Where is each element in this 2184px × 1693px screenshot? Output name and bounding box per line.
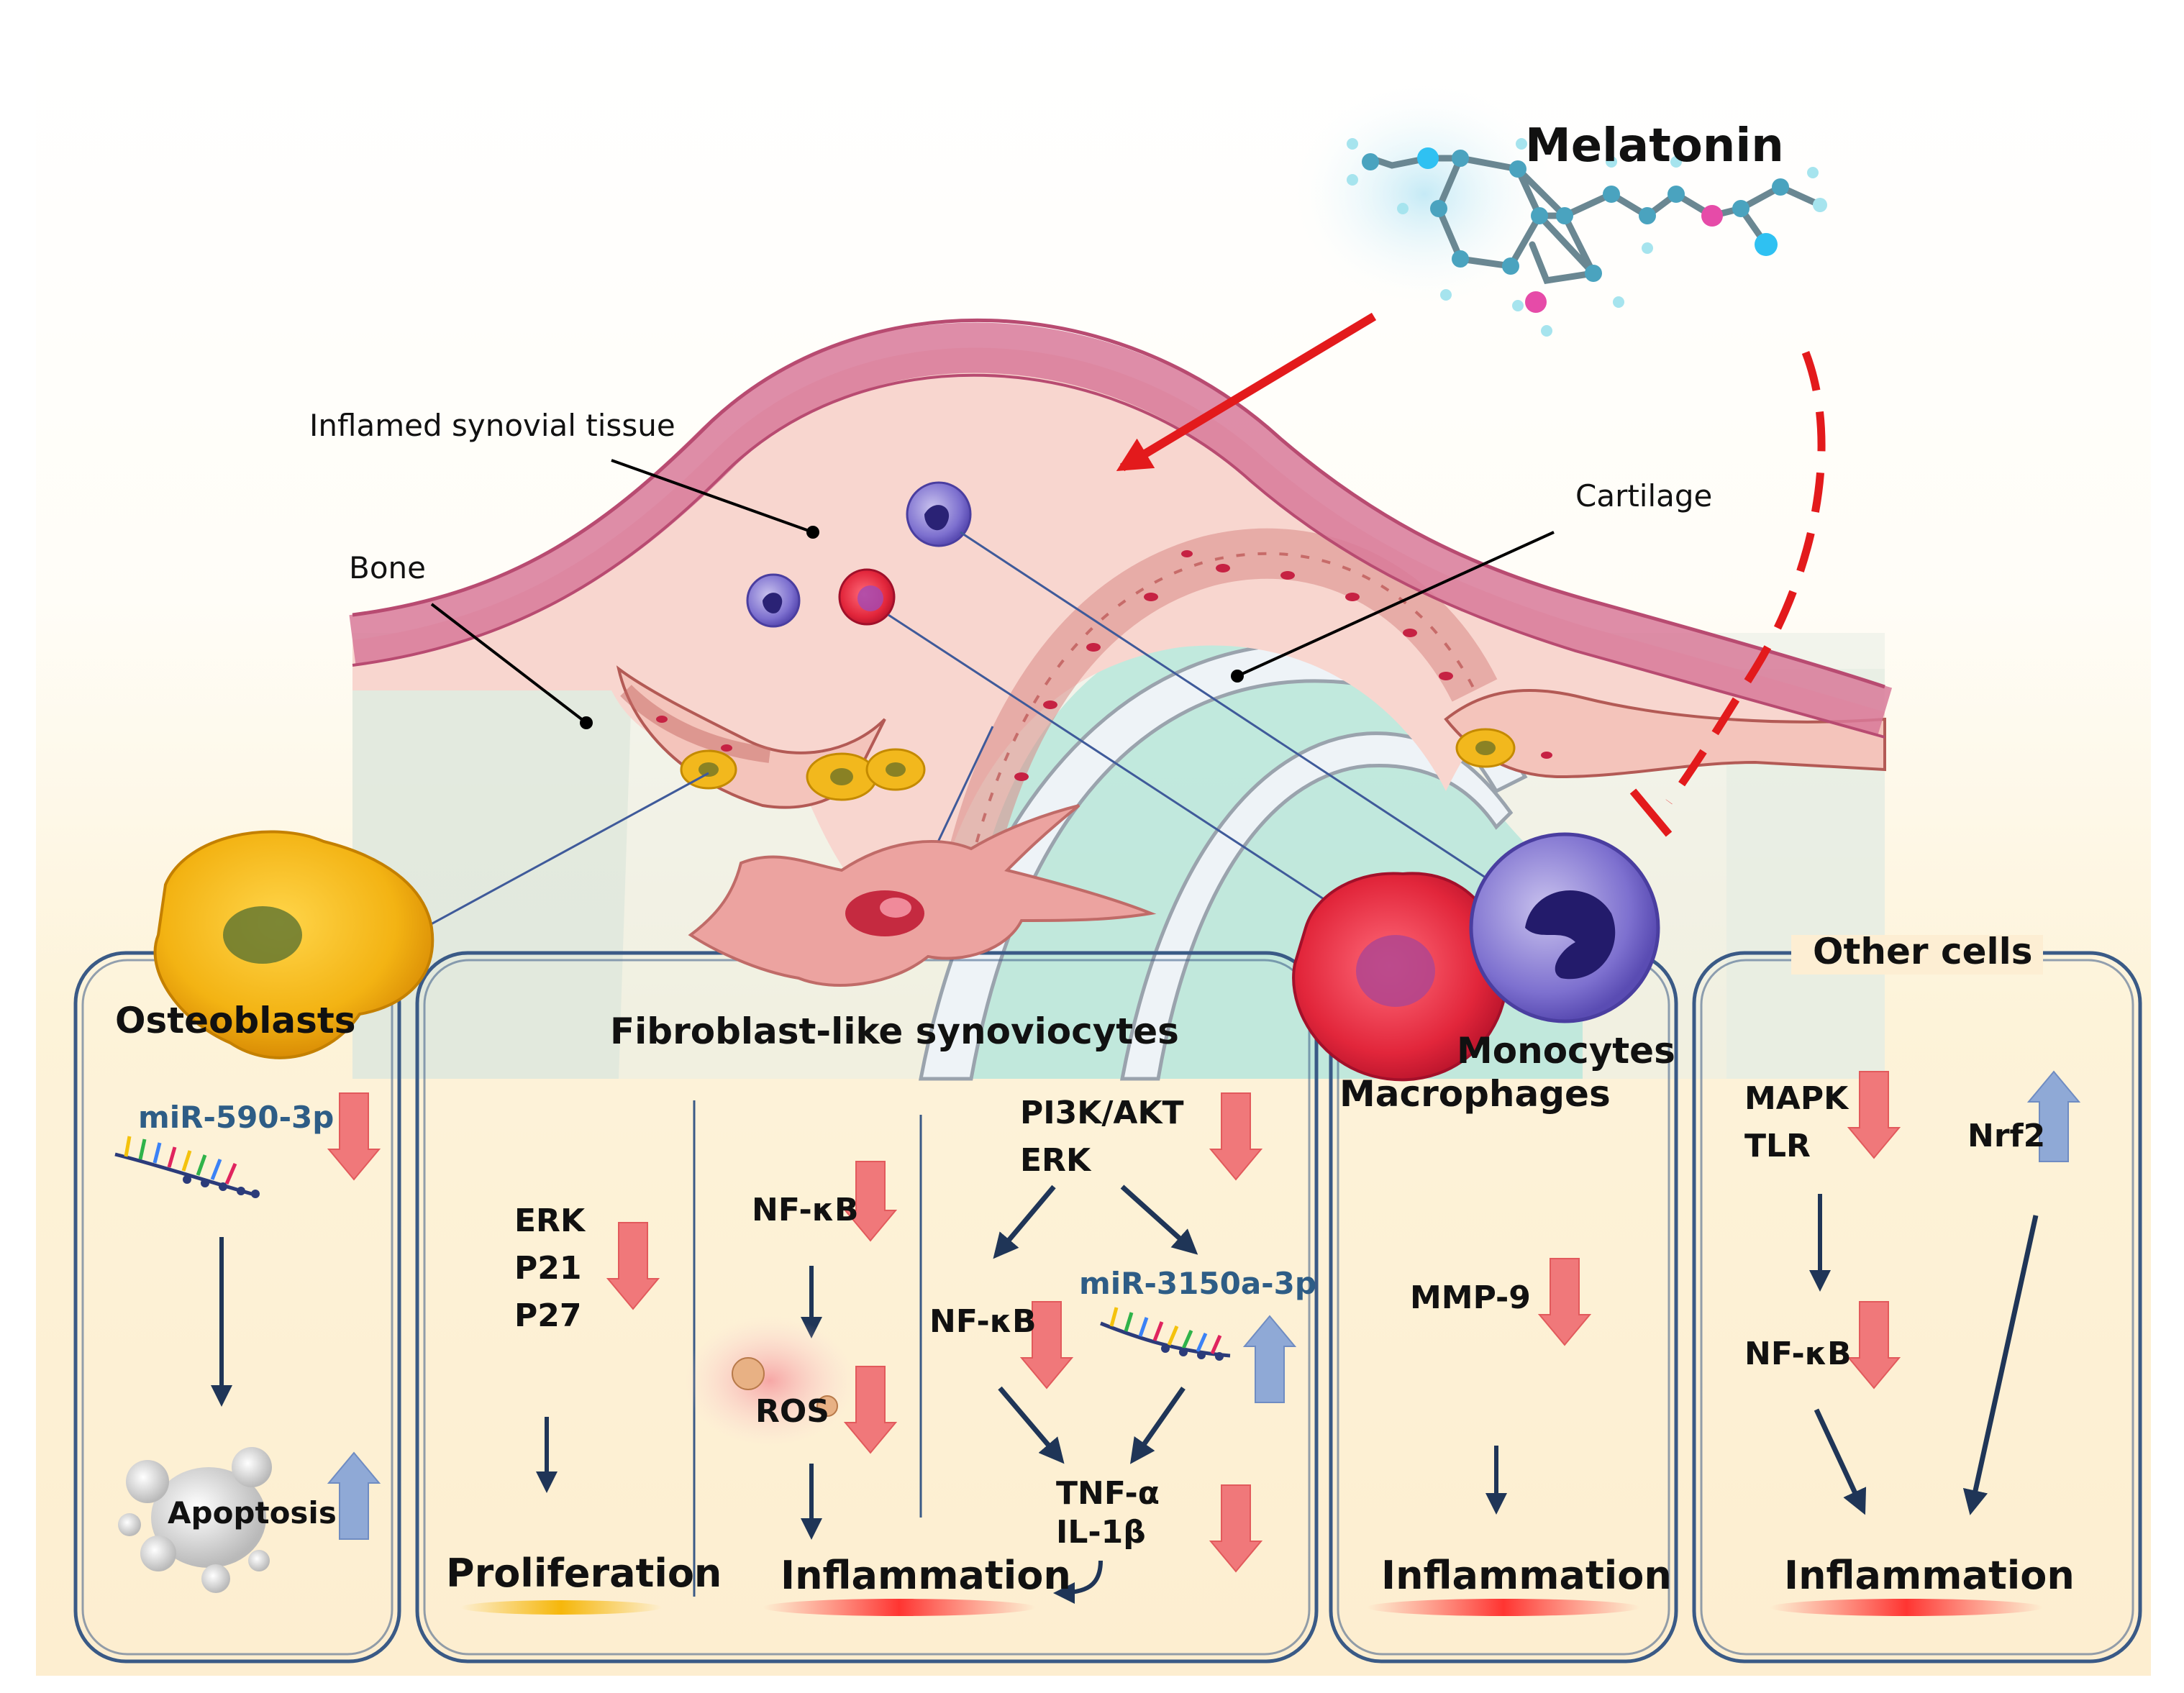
fls-inflammation-label: Inflammation (781, 1553, 1071, 1598)
fls-col3-nfkb-down-arrow (1019, 1301, 1074, 1389)
fls-col1-down-arrow (606, 1222, 660, 1310)
fls-pi3k-akt: PI3K/AKT (1020, 1095, 1184, 1131)
inhibition-line (1665, 351, 1826, 805)
fls-ros-down-arrow (843, 1366, 898, 1454)
fls-col2-nfkb: NF-κB (752, 1192, 859, 1228)
fls-ros: ROS (755, 1393, 829, 1430)
mono-inflammation-label: Inflammation (1381, 1553, 1672, 1598)
mirna-strand-osteo (114, 1136, 260, 1198)
melatonin-title: Melatonin (1525, 119, 1784, 173)
macrophages-title: Macrophages (1339, 1073, 1611, 1115)
apoptosis-up-arrow (327, 1451, 381, 1540)
fibroblast-cell (688, 804, 1157, 987)
monocytes-title: Monocytes (1457, 1030, 1675, 1072)
other-inflammation-label: Inflammation (1784, 1553, 2075, 1598)
osteoblasts-title: Osteoblasts (115, 1000, 356, 1041)
fls-mirna-up-arrow (1242, 1315, 1297, 1403)
melatonin-molecule (1288, 79, 1827, 337)
label-leader-lines (430, 459, 1555, 724)
mirna-strand-fls (1100, 1307, 1231, 1361)
other-nfkb: NF-κB (1744, 1336, 1852, 1372)
mmp9-down-arrow (1537, 1258, 1592, 1346)
fls-col3-upstream: PI3K/AKT ERK (1020, 1090, 1184, 1185)
fls-col3-nfkb: NF-κB (929, 1303, 1037, 1340)
mmp9-label: MMP-9 (1410, 1279, 1531, 1316)
fls-pi3k-down-arrow (1209, 1092, 1263, 1181)
fls-cytokines: TNF-α IL-1β (1056, 1474, 1160, 1552)
other-nrf2: Nrf2 (1967, 1118, 2046, 1154)
fls-cytokine-down-arrow (1209, 1484, 1263, 1573)
other-mapk: MAPK (1744, 1080, 1849, 1117)
apoptosis-label: Apoptosis (168, 1495, 337, 1530)
other-nfkb-down-arrow (1847, 1301, 1901, 1389)
fls-tnf-alpha: TNF-α (1056, 1475, 1160, 1512)
fls-col2-nfkb-down-arrow (843, 1161, 898, 1242)
fls-il-1-beta: IL-1β (1056, 1514, 1146, 1551)
joint-illustration (349, 318, 1893, 1081)
other-markers: MAPK TLR (1744, 1075, 1848, 1170)
fls-mirna-label: miR-3150a-3p (1079, 1266, 1316, 1301)
fls-marker-p21: P21 (514, 1250, 582, 1287)
label-cartilage: Cartilage (1575, 478, 1713, 514)
other-tlr: TLR (1744, 1128, 1811, 1164)
fls-marker-p27: P27 (514, 1297, 582, 1334)
osteo-mirna-label: miR-590-3p (138, 1100, 335, 1135)
osteoblast-cell (153, 830, 434, 1059)
monocyte-cell (1469, 832, 1660, 1023)
change-arrows (327, 1070, 2081, 1573)
fls-title: Fibroblast-like synoviocytes (610, 1010, 1179, 1052)
other-mapk-down-arrow (1847, 1071, 1901, 1159)
apoptosis-cell (118, 1447, 272, 1593)
label-bone: Bone (349, 550, 426, 585)
other-cells-title: Other cells (1813, 931, 2033, 972)
other-nrf2-up-arrow (2026, 1070, 2081, 1162)
melatonin-arrow (1116, 312, 1377, 472)
fls-marker-erk: ERK (514, 1203, 586, 1239)
proliferation-label: Proliferation (446, 1551, 722, 1596)
fls-col1-markers: ERK P21 P27 (514, 1197, 585, 1340)
label-inflamed-synovial-tissue: Inflamed synovial tissue (309, 408, 675, 443)
osteo-mirna-down-arrow (327, 1092, 381, 1181)
fls-erk: ERK (1020, 1142, 1091, 1179)
macrophage-cell (1292, 872, 1509, 1082)
ros-glow (683, 1316, 856, 1446)
